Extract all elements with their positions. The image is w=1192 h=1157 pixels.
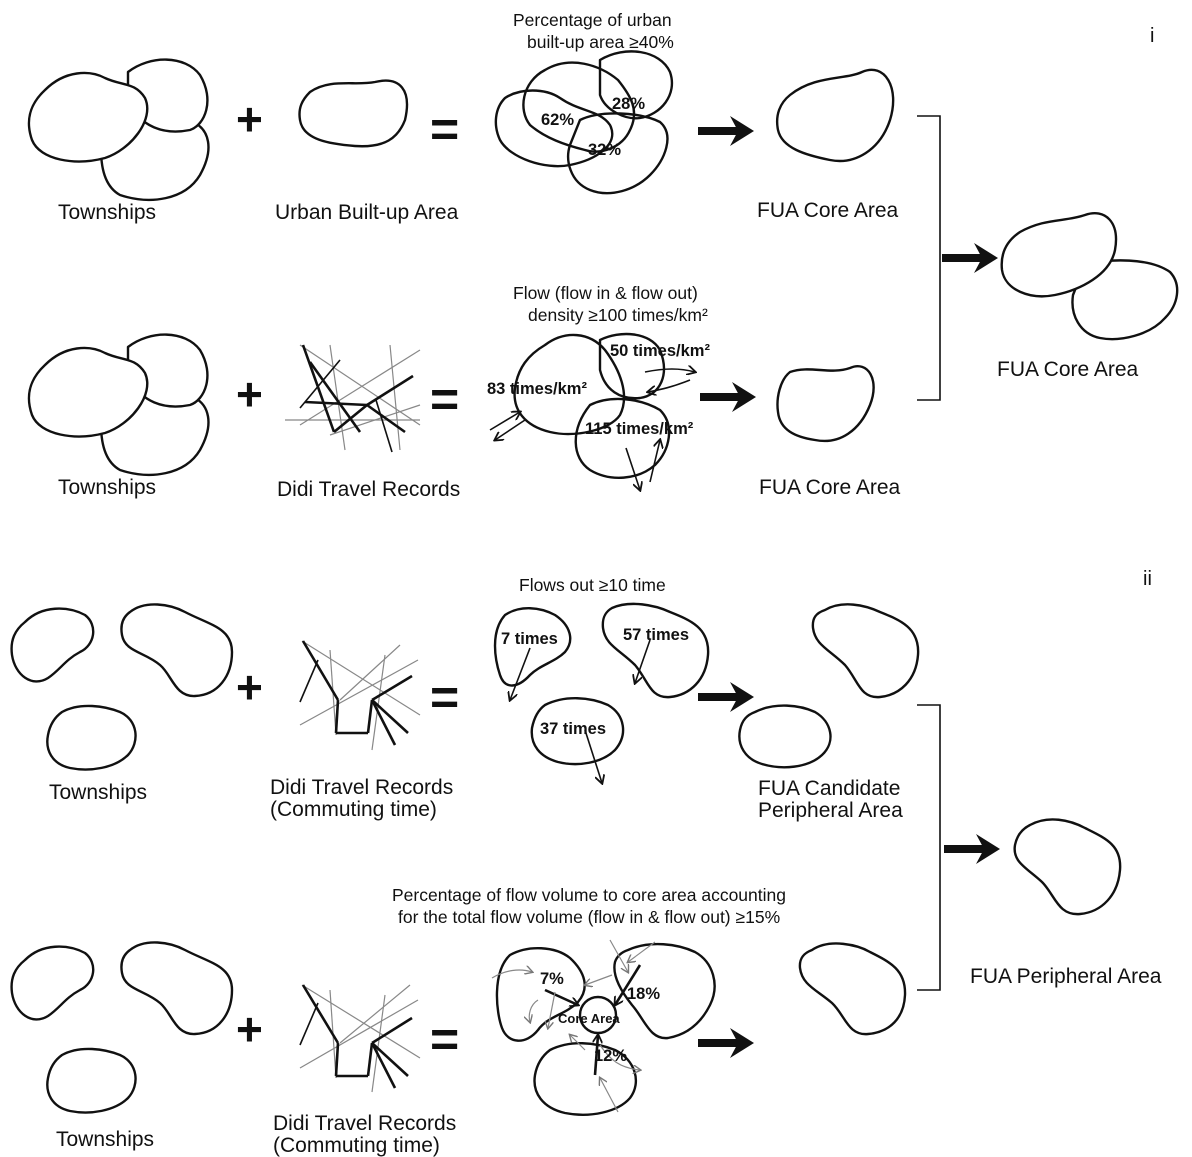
merge-bracket [917, 115, 941, 401]
didi-network-icon [299, 984, 421, 1093]
criterion-urban-line1: Percentage of urban [513, 10, 672, 30]
didi-network-icon [285, 344, 421, 453]
townships-cluster-2 [27, 333, 210, 477]
criterion-urban-line2: built-up area ≥40% [527, 32, 674, 52]
didi-network-icon [299, 640, 421, 751]
arrow-right-icon [944, 834, 1000, 864]
urban-built-up-area-label: Urban Built-up Area [275, 201, 459, 224]
townships-label: Townships [56, 1128, 154, 1151]
core-area-label: Core Area [558, 1011, 620, 1026]
criterion-flow-volume-line1: Percentage of flow volume to core area a… [392, 885, 786, 905]
value-12-percent: 12% [594, 1047, 627, 1065]
fua-core-area-label-1: FUA Core Area [757, 199, 899, 222]
townships-label: Townships [58, 476, 156, 499]
townships-separate-2 [10, 941, 234, 1114]
arrow-right-icon [942, 243, 998, 273]
merged-fua-peripheral-shape [1013, 818, 1122, 916]
value-83-density: 83 times/km² [487, 380, 587, 398]
equals-sign: = [430, 1011, 459, 1067]
overlay-flows-out [493, 602, 710, 783]
fua-core-area-shape [776, 68, 895, 163]
fua-peripheral-area-label: FUA Peripheral Area [970, 965, 1162, 988]
fua-candidate-peripheral-shapes [738, 603, 920, 769]
overlay-urban-percentages [494, 50, 673, 195]
value-37-times: 37 times [540, 720, 606, 738]
fua-peripheral-shape [798, 942, 907, 1036]
arrow-right-icon [698, 682, 754, 712]
equals-sign: = [430, 371, 459, 427]
value-62-percent: 62% [541, 111, 574, 129]
value-32-percent: 32% [588, 141, 621, 159]
fua-candidate-peripheral-label-line2: Peripheral Area [758, 799, 903, 822]
arrow-right-icon [700, 382, 756, 412]
didi-travel-records-label-line1: Didi Travel Records [270, 776, 453, 799]
value-7-percent: 7% [540, 970, 564, 988]
urban-built-up-area-shape [298, 79, 409, 148]
fua-core-area-label-2: FUA Core Area [759, 476, 901, 499]
plus-sign: + [236, 368, 263, 420]
fua-core-area-shape [776, 365, 875, 443]
townships-separate-1 [10, 603, 234, 771]
merge-bracket [917, 704, 941, 991]
merged-fua-core-area-shape [1000, 212, 1179, 341]
didi-travel-records-label: Didi Travel Records [277, 478, 460, 501]
didi-travel-records-label-line2: (Commuting time) [270, 798, 437, 821]
value-115-density: 115 times/km² [585, 420, 694, 438]
plus-sign: + [236, 1003, 263, 1055]
townships-label: Townships [49, 781, 147, 804]
panel-marker-i: i [1150, 25, 1154, 47]
value-28-percent: 28% [612, 95, 645, 113]
overlay-flow-volume [491, 939, 716, 1116]
townships-label: Townships [58, 201, 156, 224]
criterion-flow-line1: Flow (flow in & flow out) [513, 283, 698, 303]
criterion-flow-line2: density ≥100 times/km² [528, 305, 708, 325]
didi-travel-records-label-line1: Didi Travel Records [273, 1112, 456, 1135]
value-57-times: 57 times [623, 626, 689, 644]
criterion-flows-out: Flows out ≥10 time [519, 575, 666, 595]
value-18-percent: 18% [627, 985, 660, 1003]
value-50-density: 50 times/km² [610, 342, 710, 360]
merged-fua-core-area-label: FUA Core Area [997, 358, 1139, 381]
overlay-flow-density [489, 332, 695, 490]
plus-sign: + [236, 661, 263, 713]
equals-sign: = [430, 101, 459, 157]
arrow-right-icon [698, 116, 754, 146]
fua-candidate-peripheral-label-line1: FUA Candidate [758, 777, 900, 800]
townships-cluster-1 [27, 58, 210, 202]
equals-sign: = [430, 669, 459, 725]
plus-sign: + [236, 93, 263, 145]
criterion-flow-volume-line2: for the total flow volume (flow in & flo… [398, 907, 780, 927]
arrow-right-icon [698, 1028, 754, 1058]
value-7-times: 7 times [501, 630, 558, 648]
didi-travel-records-label-line2: (Commuting time) [273, 1134, 440, 1157]
panel-marker-ii: ii [1143, 568, 1152, 590]
